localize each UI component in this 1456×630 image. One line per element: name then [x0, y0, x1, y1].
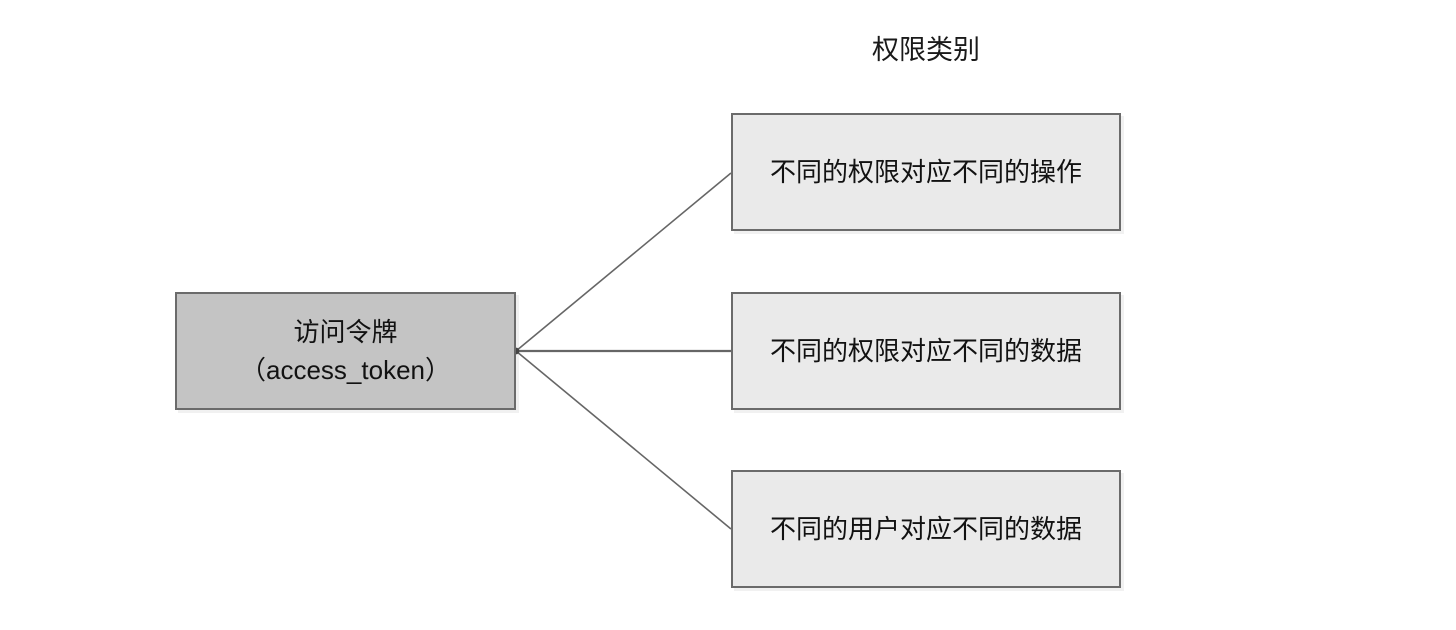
- node-branch-permission-data[interactable]: 不同的权限对应不同的数据: [731, 292, 1121, 410]
- node-access-token-text: 访问令牌 （access_token）: [234, 313, 457, 389]
- node-access-token-line-1: 访问令牌: [293, 317, 398, 347]
- node-branch-permission-data-label: 不同的权限对应不同的数据: [769, 336, 1082, 366]
- node-branch-permission-operation-label: 不同的权限对应不同的操作: [769, 157, 1082, 187]
- node-branch-user-data[interactable]: 不同的用户对应不同的数据: [731, 470, 1121, 588]
- node-access-token-line-2: （access_token）: [240, 355, 451, 385]
- connector-to-branch-1: [515, 172, 732, 352]
- page-title: 权限类别: [872, 35, 980, 65]
- connector-to-branch-3: [515, 350, 732, 530]
- node-branch-user-data-label: 不同的用户对应不同的数据: [769, 514, 1082, 544]
- node-branch-permission-operation[interactable]: 不同的权限对应不同的操作: [731, 113, 1121, 231]
- node-access-token[interactable]: 访问令牌 （access_token）: [175, 292, 516, 410]
